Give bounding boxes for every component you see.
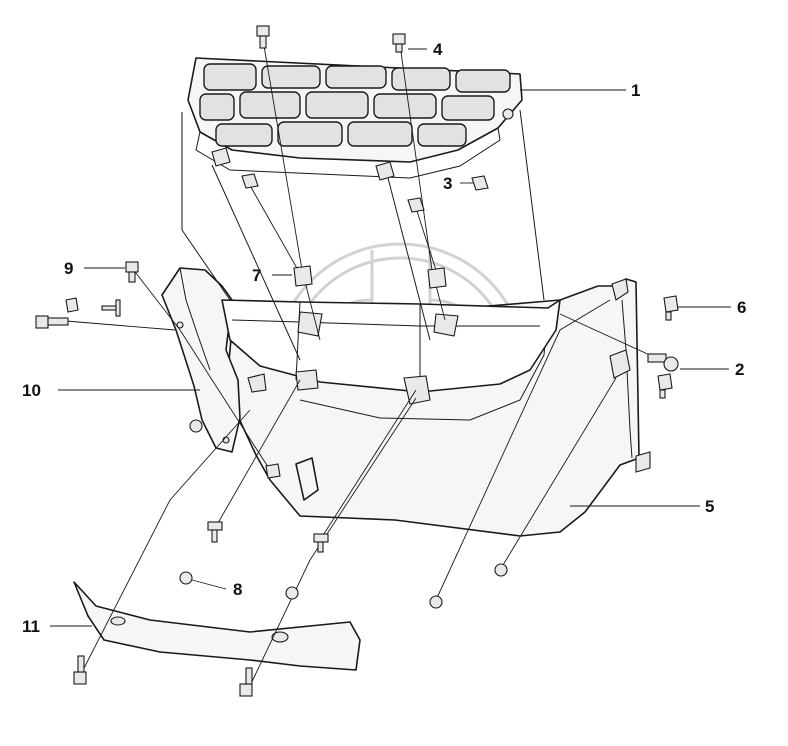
nut-3-left <box>241 173 259 189</box>
nut-8-left <box>179 571 193 585</box>
nut-3-center <box>407 197 425 213</box>
part-11-trim-strip <box>73 581 361 671</box>
bolt-11-right <box>239 667 253 697</box>
callout-1: 1 <box>631 81 640 100</box>
clip-6-lower <box>657 373 673 399</box>
nut-3-right <box>471 175 489 191</box>
callout-2: 2 <box>735 360 744 379</box>
callout-11: 11 <box>22 617 40 636</box>
callout-4: 4 <box>433 40 443 59</box>
bolt-left <box>35 315 69 329</box>
nut-lower-right-a <box>429 595 443 609</box>
bolt-4-right <box>392 33 406 53</box>
nut-clip-mid <box>265 463 281 479</box>
rivet-left <box>101 299 121 317</box>
callout-leaders <box>50 48 731 627</box>
callout-9: 9 <box>64 259 73 278</box>
nut-8-center <box>285 586 299 600</box>
bolt-11-left <box>73 655 87 685</box>
center-tray <box>221 299 561 501</box>
callout-5: 5 <box>705 497 714 516</box>
bolt-2 <box>647 353 679 372</box>
clip-7-left <box>293 265 313 287</box>
screw-8-left <box>207 521 223 543</box>
callout-7: 7 <box>252 266 261 285</box>
bolt-9 <box>125 261 139 283</box>
part-1-footrest-grille <box>181 57 545 361</box>
nut-lower-right-b <box>494 563 508 577</box>
screw-8-center <box>313 533 329 553</box>
callout-3: 3 <box>443 174 452 193</box>
part-10-left-cover <box>161 267 241 453</box>
callouts: 1 2 3 4 5 6 7 8 9 10 11 <box>22 40 746 636</box>
clip-6-top <box>663 295 679 321</box>
washer-left <box>65 297 79 313</box>
callout-6: 6 <box>737 298 746 317</box>
bolt-4-left <box>256 25 270 49</box>
callout-10: 10 <box>22 381 41 400</box>
nut-left-upper <box>189 419 203 433</box>
hardware <box>35 25 679 697</box>
callout-8: 8 <box>233 580 242 599</box>
clip-7-right <box>427 267 447 289</box>
